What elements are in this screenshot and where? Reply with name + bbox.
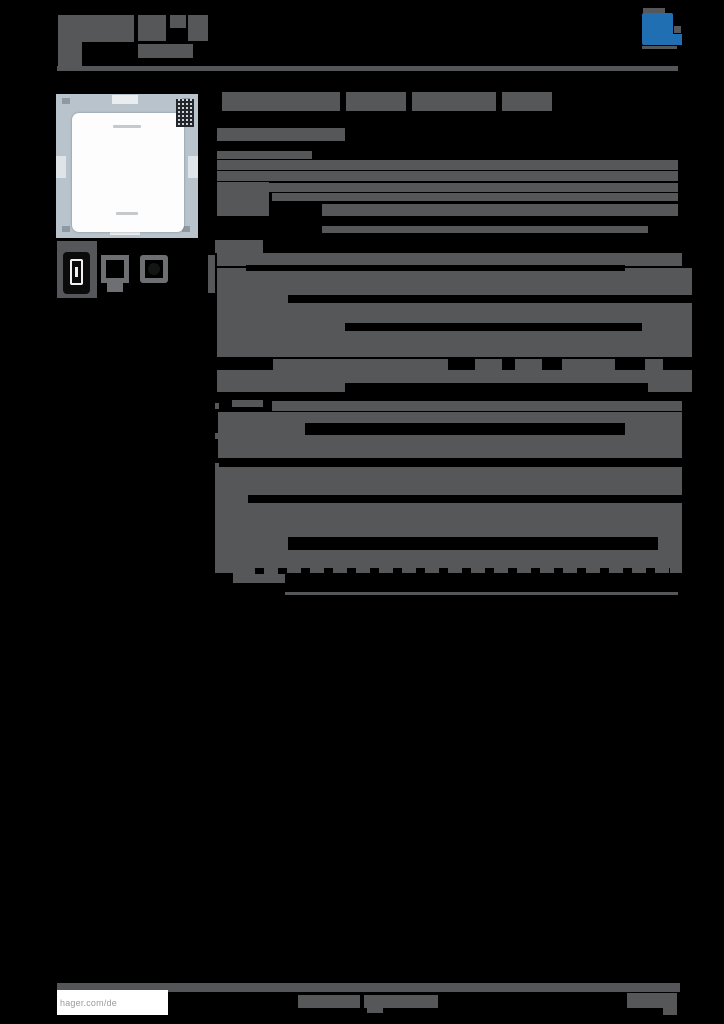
accessory-photo: [57, 241, 180, 298]
redacted-text-bar: [263, 183, 678, 192]
redacted-text-bar: [138, 15, 166, 41]
redacted-text-bar: [217, 253, 682, 266]
usb-port-icon: [70, 259, 83, 285]
redacted-text-bar: [215, 433, 219, 439]
redacted-text-bar: [663, 1008, 677, 1015]
product-photo: [56, 94, 198, 238]
redacted-text-bar: [217, 182, 269, 216]
redacted-text-bar: [322, 204, 678, 216]
module-notch: [107, 283, 123, 292]
redacted-text-bar: [188, 15, 208, 41]
redacted-text-bar: [272, 401, 682, 411]
redacted-text-bar: [217, 268, 692, 357]
text-line-gap: [246, 265, 625, 271]
corner-screw: [62, 226, 70, 232]
redacted-text-bar: [367, 1008, 383, 1013]
redacted-text-bar: [215, 467, 682, 573]
redacted-text-bar: [475, 359, 502, 370]
text-line-gap: [248, 495, 682, 503]
logo-foot-shape: [662, 34, 682, 45]
logo-underline: [642, 46, 677, 49]
module-socket-square: [101, 255, 129, 283]
redacted-text-bar: [217, 160, 678, 170]
header-divider: [57, 66, 678, 71]
text-line-gap: [288, 537, 658, 550]
usb-pin: [75, 267, 78, 277]
corner-screw: [182, 226, 190, 232]
redacted-text-bar: [627, 993, 677, 1008]
redacted-text-bar: [232, 400, 263, 407]
module-socket-round: [140, 255, 168, 283]
redacted-text-bar: [562, 359, 615, 370]
redacted-text-bar: [218, 412, 682, 458]
logo-top-bar: [643, 8, 665, 13]
usb-insert-tile: [57, 241, 97, 298]
redacted-text-bar: [58, 15, 134, 42]
logo-chip: [674, 26, 681, 33]
redacted-text-bar: [502, 92, 552, 111]
footer-divider: [57, 983, 680, 992]
hager-logo-icon: [642, 8, 682, 50]
redacted-text-bar: [346, 92, 406, 111]
redacted-text-bar: [217, 128, 345, 141]
footer-link[interactable]: hager.com/de: [60, 997, 117, 1008]
redacted-text-bar: [322, 226, 648, 233]
redacted-text-bar: [222, 92, 340, 111]
text-line-gap: [305, 423, 625, 435]
redacted-text-bar: [217, 171, 678, 181]
corner-screw: [62, 98, 70, 104]
redacted-text-bar: [628, 468, 662, 481]
redacted-text-bar: [285, 592, 678, 595]
text-line-gap: [345, 383, 648, 392]
redacted-text-bar: [273, 359, 448, 370]
claw-left: [56, 156, 66, 178]
redacted-text-bar: [215, 240, 263, 253]
redacted-text-bar: [217, 151, 312, 159]
matrix-code: [176, 99, 194, 127]
redacted-text-bar: [298, 995, 360, 1008]
mount-tab-top: [112, 95, 138, 104]
text-line-gap: [255, 568, 670, 574]
redacted-text-bar: [272, 193, 678, 201]
redacted-text-bar: [138, 44, 193, 58]
socket-hole: [148, 263, 160, 275]
device-label-bottom: [116, 212, 138, 215]
usb-socket: [63, 252, 90, 294]
redacted-text-bar: [215, 463, 219, 469]
redacted-text-bar: [364, 995, 438, 1008]
footer-link-box[interactable]: hager.com/de: [57, 990, 168, 1015]
redacted-text-bar: [233, 573, 285, 583]
text-line-gap: [273, 458, 593, 467]
redacted-text-bar: [170, 15, 186, 28]
redacted-text-bar: [208, 255, 215, 293]
redacted-text-bar: [215, 403, 219, 409]
redacted-text-bar: [515, 359, 542, 370]
redacted-text-bar: [412, 92, 496, 111]
text-line-gap: [345, 323, 642, 331]
redacted-text-bar: [58, 42, 82, 67]
device-label-top: [113, 125, 141, 128]
text-line-gap: [288, 295, 695, 303]
redacted-text-bar: [645, 359, 663, 370]
claw-right: [188, 156, 198, 178]
